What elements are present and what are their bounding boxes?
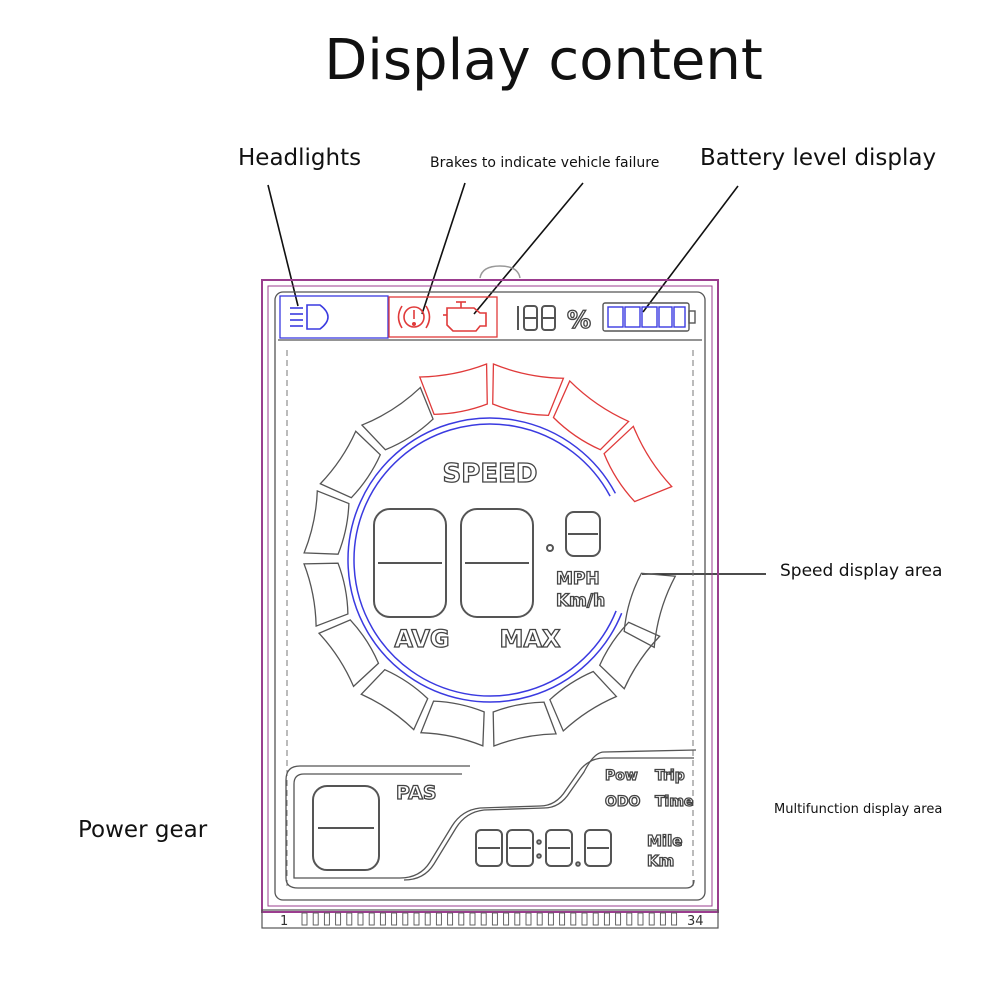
connector-pin xyxy=(469,912,476,926)
connector-pin xyxy=(335,912,342,926)
connector-pin xyxy=(323,912,330,926)
connector-pin xyxy=(603,912,610,926)
headlights-callout: Headlights xyxy=(238,145,362,171)
time-label: Time xyxy=(655,794,693,810)
connector-pin xyxy=(648,912,655,926)
gauge-segment xyxy=(303,562,349,627)
warning-box xyxy=(388,296,498,338)
gear-digit xyxy=(312,785,380,871)
connector-pin xyxy=(391,912,398,926)
pow-label: Pow xyxy=(605,768,638,784)
avg-label: AVG xyxy=(394,625,449,653)
connector-pin xyxy=(312,912,319,926)
connector-pin xyxy=(547,912,554,926)
connector-pin xyxy=(357,912,364,926)
brake-warning-icon xyxy=(397,305,431,329)
gauge-warning-segment xyxy=(552,379,630,451)
connector-pin xyxy=(368,912,375,926)
connector-pin xyxy=(514,912,521,926)
multifunction-digits xyxy=(475,829,612,867)
connector-pin xyxy=(458,912,465,926)
battery-percent-digits xyxy=(517,305,556,331)
connector-pin xyxy=(503,912,510,926)
battery-callout: Battery level display xyxy=(700,145,937,171)
speed-label: SPEED xyxy=(443,459,538,489)
gauge-segment xyxy=(598,621,661,690)
lcd-outer-frame xyxy=(261,279,719,913)
speed-inner-arc xyxy=(347,417,623,703)
multifunction-callout: Multifunction display area xyxy=(774,802,943,817)
connector-pin xyxy=(637,912,644,926)
connector-pin xyxy=(301,912,308,926)
connector-pin xyxy=(447,912,454,926)
leader-engine xyxy=(473,182,584,315)
leader-lines xyxy=(267,182,766,575)
gauge-warning-segment xyxy=(492,363,565,417)
pas-label: PAS xyxy=(396,782,437,804)
gauge-segment xyxy=(360,386,434,451)
speed-area-callout: Speed display area xyxy=(780,561,943,581)
connector-pin xyxy=(346,912,353,926)
gauge-segment xyxy=(319,430,382,499)
connector-pin xyxy=(379,912,386,926)
lcd-glass xyxy=(274,291,706,901)
leader-brakes xyxy=(421,182,466,315)
gauge-warning-segment xyxy=(418,363,488,416)
connector-pin xyxy=(402,912,409,926)
leader-headlights xyxy=(267,184,299,307)
connector-pin xyxy=(435,912,442,926)
gauge-segment xyxy=(303,489,350,555)
speed-gauge-segments xyxy=(303,363,677,747)
gauge-segment xyxy=(360,668,429,731)
connector-strip xyxy=(261,909,719,929)
gauge-segment xyxy=(419,700,485,747)
trip-label: Trip xyxy=(655,768,685,784)
gauge-segment xyxy=(492,701,557,747)
headlight-box xyxy=(279,295,389,339)
connector-pin xyxy=(626,912,633,926)
connector-pin xyxy=(480,912,487,926)
pin-last-label: 34 xyxy=(687,914,704,929)
max-label: MAX xyxy=(500,625,561,653)
connector-pin xyxy=(413,912,420,926)
unit-mph: MPH xyxy=(556,569,600,589)
unit-kmh: Km/h xyxy=(556,591,605,611)
battery-percent-unit: % xyxy=(567,306,591,334)
connector-pin xyxy=(592,912,599,926)
connector-pin xyxy=(671,912,678,926)
connector-pins xyxy=(301,912,678,926)
pin-first-label: 1 xyxy=(280,914,288,929)
connector-pin xyxy=(424,912,431,926)
leader-battery xyxy=(642,185,739,313)
connector-pin xyxy=(525,912,532,926)
power-gear-callout: Power gear xyxy=(78,817,208,843)
connector-pin xyxy=(570,912,577,926)
headlight-icon xyxy=(290,304,329,330)
battery-icon xyxy=(602,302,696,332)
connector-pin xyxy=(659,912,666,926)
brakes-callout: Brakes to indicate vehicle failure xyxy=(430,155,660,171)
connector-pin xyxy=(581,912,588,926)
frame-tab xyxy=(479,265,521,279)
multifunction-outline xyxy=(285,749,697,889)
connector-pin xyxy=(491,912,498,926)
gauge-segment xyxy=(317,619,380,688)
connector-pin xyxy=(615,912,622,926)
odo-label: ODO xyxy=(605,794,641,810)
connector-pin xyxy=(536,912,543,926)
km-label: Km xyxy=(647,852,674,870)
engine-fault-icon xyxy=(443,301,487,332)
mile-label: Mile xyxy=(647,832,682,850)
gauge-segment xyxy=(549,670,618,733)
speed-digits xyxy=(373,508,601,618)
connector-pin xyxy=(559,912,566,926)
gauge-warning-segment xyxy=(603,425,673,503)
page-title: Display content xyxy=(324,28,763,93)
lcd-inner-frame xyxy=(267,285,713,907)
gauge-segment xyxy=(623,572,677,649)
